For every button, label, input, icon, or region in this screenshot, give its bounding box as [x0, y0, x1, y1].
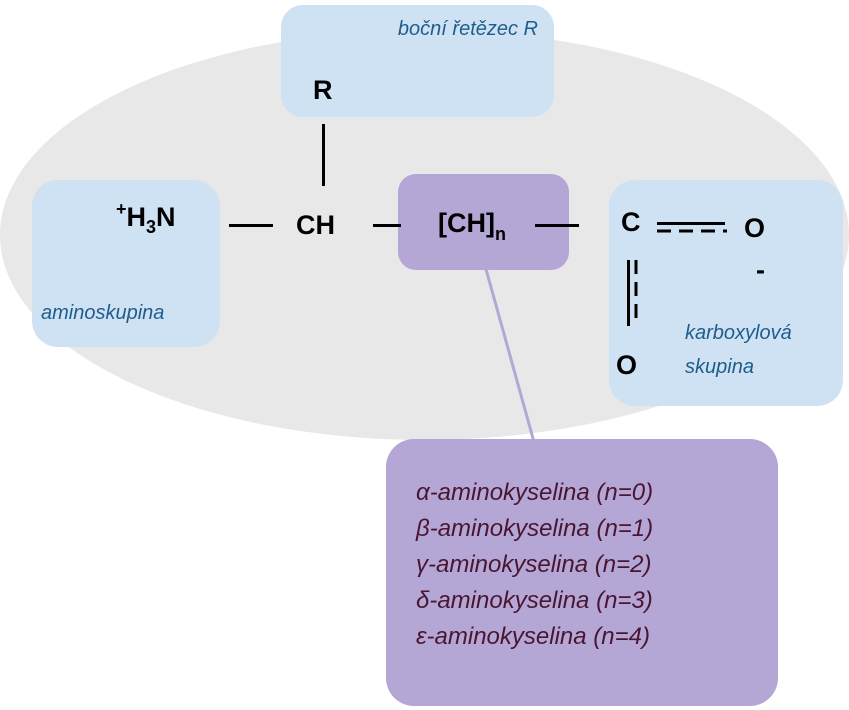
carboxyl-group-label-line2: skupina: [685, 356, 754, 378]
amine-charge: +: [116, 199, 127, 219]
carboxyl-oxygen-2: O: [616, 350, 638, 380]
chain-box: [398, 174, 569, 270]
bond-c-o1-solid: [657, 222, 725, 225]
amino-acid-types-list: α-aminokyselina (n=0) β-aminokyselina (n…: [416, 475, 653, 655]
side-chain-box: boční řetězec R R: [281, 5, 554, 117]
carboxyl-carbon: C: [621, 207, 641, 237]
amino-group-box: aminoskupina: [32, 180, 220, 347]
carboxyl-charge: -: [756, 255, 765, 285]
list-item: δ-aminokyselina (n=3): [416, 587, 653, 614]
carboxyl-oxygen-1: O: [744, 213, 766, 243]
alpha-carbon: CH: [296, 210, 335, 240]
amino-acid-types-box: α-aminokyselina (n=0) β-aminokyselina (n…: [386, 439, 778, 706]
amine-n: N: [156, 202, 176, 232]
r-atom: R: [313, 75, 333, 105]
bond-r-ch: [322, 124, 325, 186]
amine-formula: +H3N: [116, 199, 176, 237]
side-chain-label: boční řetězec R: [397, 18, 538, 40]
amine-h: H: [126, 202, 147, 232]
chain-formula: [CH]n: [438, 208, 506, 244]
amine-subscript: 3: [146, 216, 157, 237]
chain-ch: [CH]: [438, 208, 495, 238]
carboxyl-group-label-line1: karboxylová: [685, 322, 792, 344]
bond-c-o1-dashed: [657, 229, 727, 233]
bond-ch-chain: [373, 224, 401, 227]
list-item: ε-aminokyselina (n=4): [416, 623, 650, 650]
bond-c-o2-dashed: [634, 260, 638, 326]
bond-c-o2-solid: [627, 260, 630, 326]
amino-group-label: aminoskupina: [41, 302, 165, 324]
list-item: γ-aminokyselina (n=2): [416, 551, 652, 578]
list-item: β-aminokyselina (n=1): [416, 515, 654, 542]
bond-n-ch: [229, 224, 273, 227]
chain-subscript: n: [494, 223, 506, 244]
list-item: α-aminokyselina (n=0): [416, 479, 654, 506]
bond-chain-c: [535, 224, 579, 227]
carboxyl-group-box: karboxylová skupina: [609, 180, 843, 406]
